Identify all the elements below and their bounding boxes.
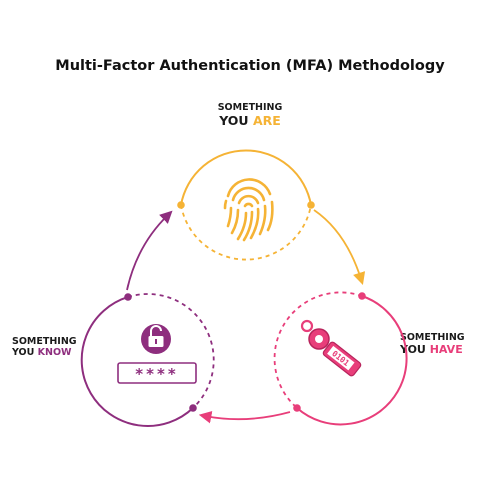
arrow-know-to-are <box>126 210 173 291</box>
arrow-are-to-have <box>313 209 366 286</box>
factor-label-know: SOMETHING YOU KNOW <box>12 336 102 359</box>
password-field: **** <box>117 362 197 384</box>
factor-are-line2: YOU ARE <box>190 112 310 128</box>
factor-know-you: YOU <box>12 346 35 358</box>
page-title: Multi-Factor Authentication (MFA) Method… <box>55 58 445 74</box>
factor-are-keyword: ARE <box>252 112 281 128</box>
key-fob-icon: 0101 <box>300 319 362 377</box>
factor-are-line1: SOMETHING <box>217 102 283 113</box>
padlock-icon <box>141 324 171 354</box>
factor-circle-are <box>177 149 315 261</box>
factor-know-line1: SOMETHING <box>12 336 77 347</box>
factor-label-are: SOMETHING YOU ARE <box>190 102 310 128</box>
factor-circle-know <box>80 293 215 427</box>
factor-have-line1: SOMETHING <box>400 332 465 343</box>
arrow-have-to-know <box>198 411 291 424</box>
fingerprint-icon <box>223 178 274 242</box>
password-mask: **** <box>135 365 178 383</box>
factor-have-keyword: HAVE <box>429 342 463 356</box>
factor-circle-have <box>273 291 408 426</box>
factor-know-keyword: KNOW <box>37 346 72 358</box>
factor-know-line2: YOU KNOW <box>12 346 102 359</box>
factor-are-you: YOU <box>219 112 249 128</box>
